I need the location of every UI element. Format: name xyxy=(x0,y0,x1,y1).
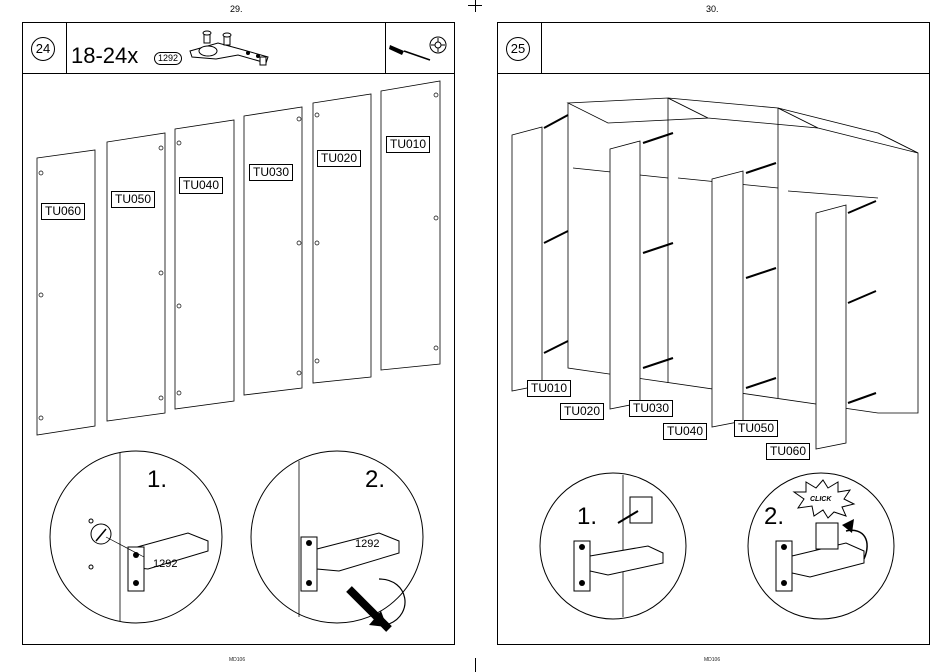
page-footer-right: MD106 xyxy=(704,657,720,663)
door-label: TU040 xyxy=(663,423,707,440)
door-label: TU010 xyxy=(386,136,430,153)
detail-circle-1 xyxy=(538,471,688,621)
door-panels xyxy=(37,81,440,435)
door-label: TU020 xyxy=(317,150,361,167)
page-number-right: 30. xyxy=(706,4,719,14)
door-label: TU060 xyxy=(766,443,810,460)
door-tu050 xyxy=(107,133,165,421)
door-tu060 xyxy=(37,150,95,435)
cut-mark-top xyxy=(475,0,476,12)
page-footer-left: MD106 xyxy=(229,657,245,663)
door-tu040 xyxy=(175,120,234,409)
door-tu030 xyxy=(244,107,302,395)
substep-2-number: 2. xyxy=(365,466,385,494)
hinge-holes xyxy=(39,93,438,420)
cut-mark-cross xyxy=(468,5,482,6)
door-label: TU020 xyxy=(560,403,604,420)
door-label: TU030 xyxy=(629,400,673,417)
substep-1-number: 1. xyxy=(577,503,597,531)
door-label: TU060 xyxy=(41,203,85,220)
door-label: TU040 xyxy=(179,177,223,194)
detail-circle-1 xyxy=(48,449,224,625)
step-25-panel: 25 TU010 TU020 TU030 TU040 xyxy=(497,22,930,645)
door-label: TU010 xyxy=(527,380,571,397)
cut-mark-bottom xyxy=(475,658,476,672)
detail-circle-2 xyxy=(249,449,425,625)
step-24-panel: 24 18-24x 1292 xyxy=(22,22,455,645)
door-label: TU050 xyxy=(111,191,155,208)
substep-2-number: 2. xyxy=(764,503,784,531)
detail-2-part-code: 1292 xyxy=(355,538,379,550)
door-tu010 xyxy=(381,81,440,370)
substep-1-number: 1. xyxy=(147,466,167,494)
door-tu020 xyxy=(313,94,371,383)
door-label: TU030 xyxy=(249,164,293,181)
click-label: CLICK xyxy=(810,496,831,503)
page-number-left: 29. xyxy=(230,4,243,14)
door-label: TU050 xyxy=(734,420,778,437)
detail-1-part-code: 1292 xyxy=(153,558,177,570)
